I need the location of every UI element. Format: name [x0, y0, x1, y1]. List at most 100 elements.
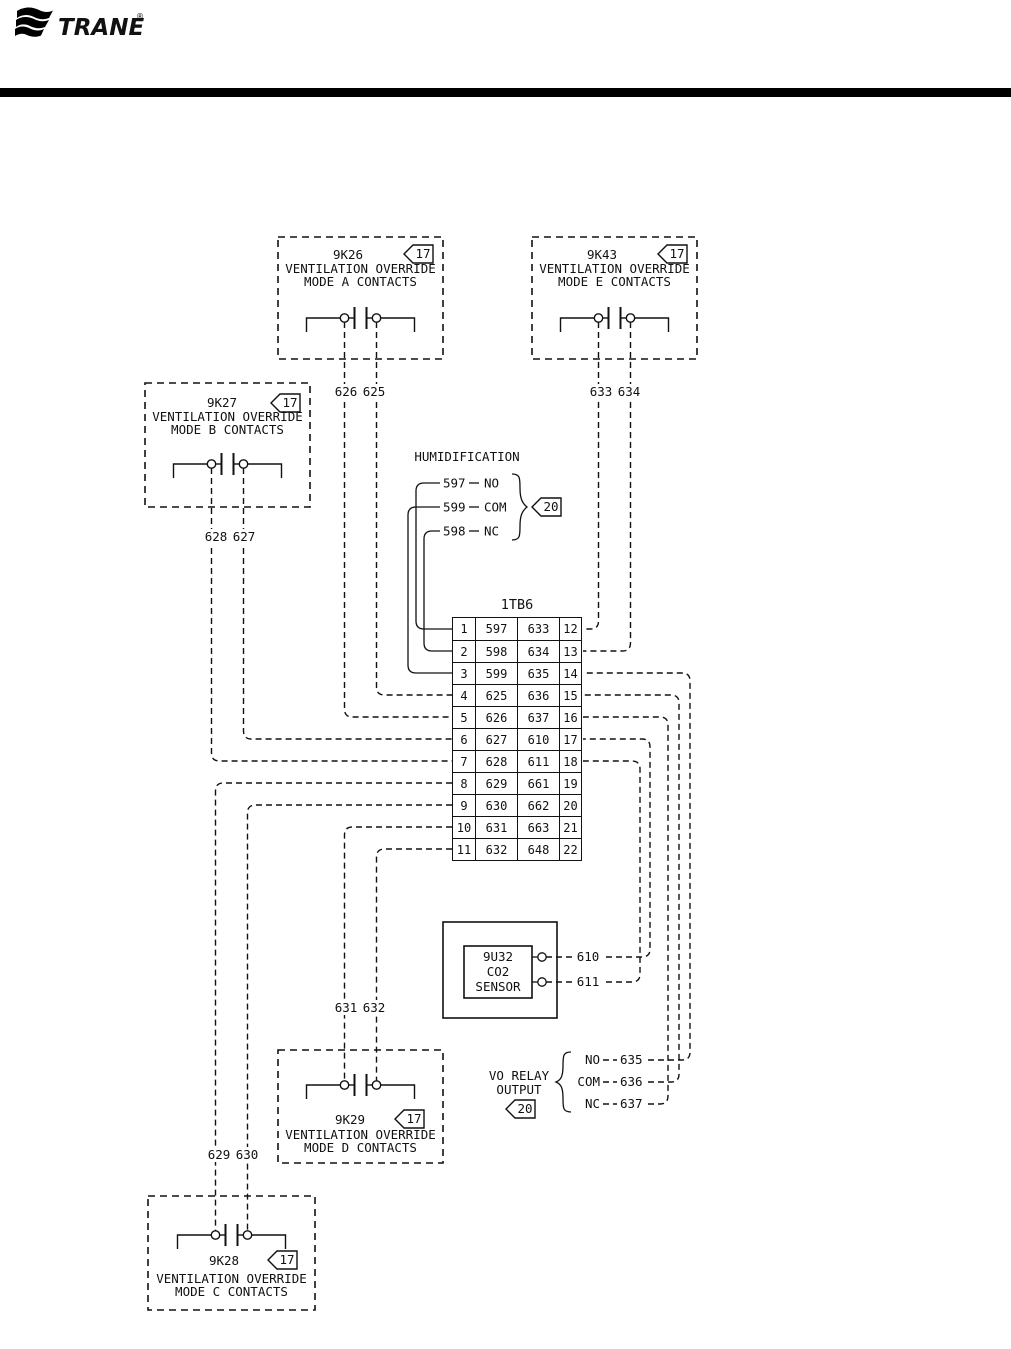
- wire-label-625: 625: [363, 384, 386, 399]
- callout-tag-shape: [657, 244, 688, 264]
- humidification-term-com: COM: [484, 500, 507, 515]
- terminal-cell: 18: [559, 750, 581, 772]
- wire-label-634: 634: [618, 384, 641, 399]
- callout-tag-shape: [394, 1109, 425, 1129]
- humidification-term-no: NO: [484, 476, 499, 491]
- wire-598-hook: [423, 530, 452, 652]
- header-rule: [0, 88, 1011, 97]
- callout-tag-shape: [267, 1250, 298, 1270]
- terminal-cell: 14: [559, 662, 581, 684]
- sensor-outer-box: [442, 921, 558, 1019]
- terminal-cell: 634: [517, 640, 559, 662]
- terminal-cell: 6: [453, 728, 475, 750]
- terminal-cell: 628: [475, 750, 517, 772]
- vo-term-no: NO: [585, 1052, 600, 1067]
- vo-wire-636: 636: [620, 1074, 643, 1089]
- wire-633: [583, 322, 600, 630]
- wire-625: [375, 322, 452, 696]
- terminal-cell: 648: [517, 838, 559, 860]
- terminal-cell: 8: [453, 772, 475, 794]
- terminal-cell: 10: [453, 816, 475, 838]
- terminal-cell: 20: [559, 794, 581, 816]
- wire-label-632: 632: [363, 1000, 386, 1015]
- terminal-cell: 632: [475, 838, 517, 860]
- terminal-cell: 633: [517, 618, 559, 640]
- humidification-wires: [407, 482, 452, 674]
- terminal-cell: 626: [475, 706, 517, 728]
- vo-term-com: COM: [577, 1074, 600, 1089]
- humidification-title: HUMIDIFICATION: [414, 449, 519, 464]
- co2-sensor: 9U32 CO2 SENSOR 610 611: [442, 921, 603, 1019]
- terminal-cell: 625: [475, 684, 517, 706]
- terminal-cell: 598: [475, 640, 517, 662]
- terminal-cell: 629: [475, 772, 517, 794]
- wire-label-629: 629: [208, 1147, 231, 1162]
- contact-symbol: [172, 452, 283, 479]
- callout-tag-shape: [270, 393, 301, 413]
- terminal-cell: 631: [475, 816, 517, 838]
- humidification-wire-598: 598: [443, 524, 466, 539]
- callout-tag-number: 17: [406, 1111, 421, 1126]
- terminal-cell: 16: [559, 706, 581, 728]
- terminal-cell: 610: [517, 728, 559, 750]
- relay-id: 9K27: [207, 395, 237, 410]
- terminal-cell: 22: [559, 838, 581, 860]
- relay-caption-1: VENTILATION OVERRIDE: [285, 261, 436, 276]
- relay-box-9k27: 9K27 17 VENTILATION OVERRIDE MODE B CONT…: [144, 382, 311, 508]
- terminal-cell: 4: [453, 684, 475, 706]
- relay-box-outline: [277, 1049, 444, 1164]
- relay-caption-2: MODE C CONTACTS: [175, 1284, 288, 1299]
- relay-box-9k29: 9K29 17 VENTILATION OVERRIDE MODE D CONT…: [277, 1049, 444, 1164]
- sensor-id: 9U32: [483, 949, 513, 964]
- wire-626: [343, 322, 452, 718]
- wire-637: [583, 716, 669, 1105]
- wire-label-628: 628: [205, 529, 228, 544]
- terminal-cell: 662: [517, 794, 559, 816]
- relay-box-9k43: 9K43 17 VENTILATION OVERRIDE MODE E CONT…: [531, 236, 698, 360]
- wire-number-labels: 626 625 633 634 628 627 631 632 629 630: [203, 384, 642, 1162]
- relay-id: 9K43: [587, 247, 617, 262]
- wire-611: [546, 760, 641, 983]
- terminal-cell: 2: [453, 640, 475, 662]
- relay-id: 9K28: [209, 1253, 239, 1268]
- sensor-label: SENSOR: [475, 979, 521, 994]
- terminal-cell: 630: [475, 794, 517, 816]
- relay-caption-1: VENTILATION OVERRIDE: [539, 261, 690, 276]
- relay-id: 9K29: [335, 1112, 365, 1127]
- relay-caption-1: VENTILATION OVERRIDE: [285, 1127, 436, 1142]
- terminal-cell: 7: [453, 750, 475, 772]
- callout-tag-number: 20: [543, 499, 558, 514]
- wire-label-630: 630: [236, 1147, 259, 1162]
- vo-wire-637: 637: [620, 1096, 643, 1111]
- relay-box-outline: [147, 1195, 316, 1311]
- terminal-cell: 9: [453, 794, 475, 816]
- terminal-cell: 627: [475, 728, 517, 750]
- terminal-cell: 611: [517, 750, 559, 772]
- trane-logo: TRANE ®: [15, 7, 144, 41]
- sensor-terminal-bottom: [537, 977, 547, 987]
- terminal-block-title: 1TB6: [501, 597, 534, 613]
- terminal-cell: 661: [517, 772, 559, 794]
- wire-632: [375, 848, 452, 1081]
- terminal-cell: 19: [559, 772, 581, 794]
- sensor-inner-box: [463, 945, 533, 999]
- wire-629: [214, 782, 452, 1231]
- wire-634: [583, 322, 632, 652]
- callout-tag-shape: [403, 244, 434, 264]
- vo-term-nc: NC: [585, 1096, 600, 1111]
- callout-tag-shape: [505, 1099, 536, 1119]
- terminal-cell: 636: [517, 684, 559, 706]
- wire-597-hook: [415, 482, 452, 630]
- wire-631: [343, 826, 452, 1081]
- wire-label-631: 631: [335, 1000, 358, 1015]
- terminal-cell: 637: [517, 706, 559, 728]
- field-wires: [210, 322, 691, 1231]
- vo-relay-output-callout: VO RELAY OUTPUT 20 NO 635 COM 636 NC 637: [489, 1051, 643, 1119]
- callout-tag-number: 17: [669, 246, 684, 261]
- contact-symbol: [305, 1073, 416, 1100]
- contact-symbol: [305, 306, 416, 333]
- wire-628: [210, 468, 452, 762]
- wire-label-627: 627: [233, 529, 256, 544]
- callout-tag-number: 20: [517, 1101, 532, 1116]
